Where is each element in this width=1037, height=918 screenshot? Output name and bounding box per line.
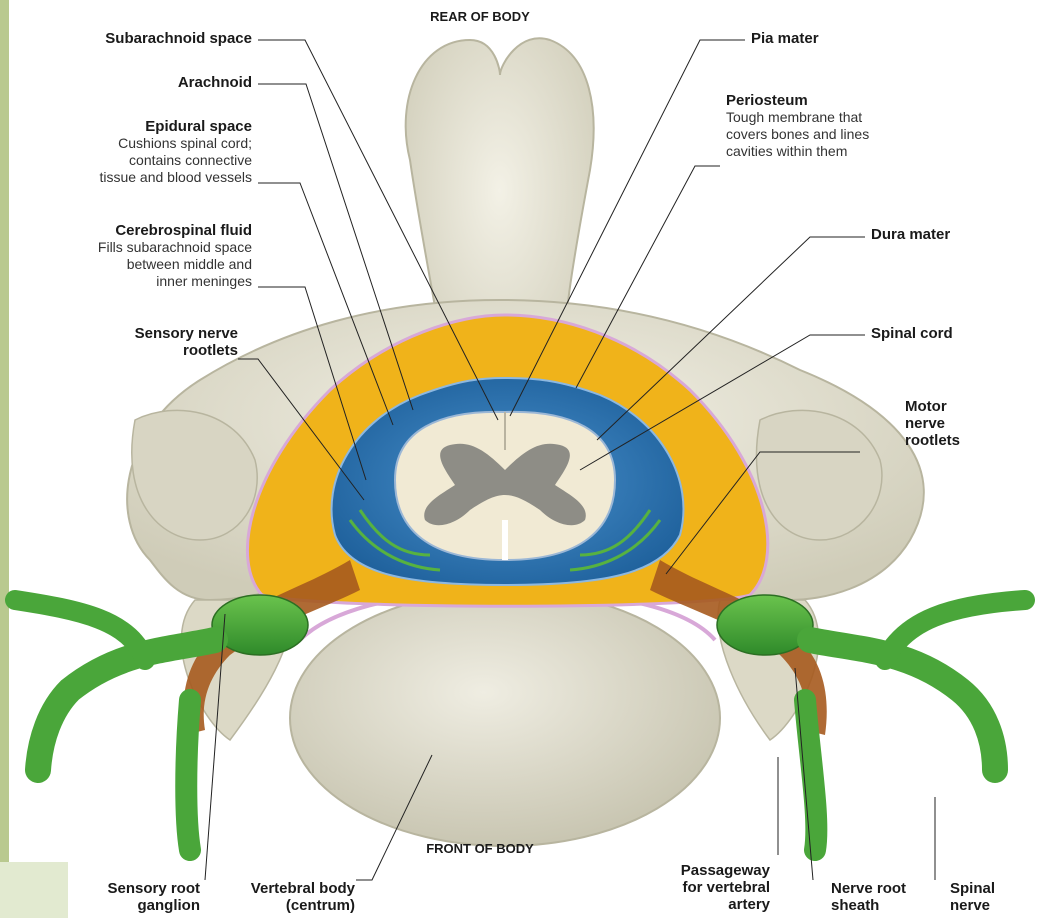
left-spinal-nerve-lower xyxy=(186,700,190,850)
label-dura-mater: Dura mater xyxy=(871,226,1021,243)
label-sensory-root-ganglion: Sensory root ganglion xyxy=(55,880,200,914)
label-periosteum: Periosteum Tough membrane that covers bo… xyxy=(726,92,966,160)
vertebral-body-shape xyxy=(290,590,720,846)
front-of-body-label: FRONT OF BODY xyxy=(395,840,565,857)
label-vertebral-body: Vertebral body (centrum) xyxy=(210,880,355,914)
rear-of-body-label: REAR OF BODY xyxy=(395,8,565,25)
label-arachnoid: Arachnoid xyxy=(40,74,252,91)
label-nerve-root-sheath: Nerve root sheath xyxy=(831,880,941,914)
label-epidural-space: Epidural space Cushions spinal cord; con… xyxy=(30,118,252,186)
label-cerebrospinal-fluid: Cerebrospinal fluid Fills subarachnoid s… xyxy=(30,222,252,290)
right-spinal-nerve-main xyxy=(810,640,995,770)
label-motor-nerve-rootlets: Motor nerve rootlets xyxy=(905,398,1025,449)
label-passageway: Passageway for vertebral artery xyxy=(620,862,770,913)
label-sensory-nerve-rootlets: Sensory nerve rootlets xyxy=(40,325,238,359)
label-subarachnoid-space: Subarachnoid space xyxy=(40,30,252,47)
label-spinal-nerve: Spinal nerve xyxy=(950,880,1030,914)
label-pia-mater: Pia mater xyxy=(751,30,951,47)
right-spinal-nerve-lower xyxy=(805,700,816,850)
label-spinal-cord: Spinal cord xyxy=(871,325,1021,342)
